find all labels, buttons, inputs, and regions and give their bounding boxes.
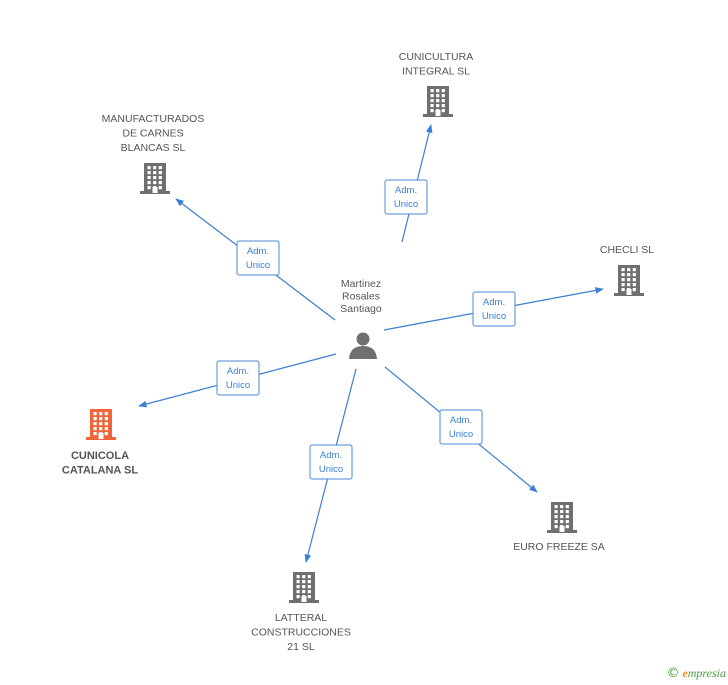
building-icon-cunicultura[interactable] (423, 86, 453, 117)
company-name-cunicultura[interactable]: CUNICULTURA (399, 51, 473, 63)
relation-label-line: Unico (449, 429, 473, 440)
building-icon-cunicola[interactable] (86, 409, 116, 440)
relation-label-line: Unico (482, 311, 506, 322)
company-name-manufacturados[interactable]: MANUFACTURADOS (102, 113, 205, 125)
relation-badge-cunicultura[interactable]: Adm. Unico (384, 179, 428, 215)
relation-label-line: Unico (394, 199, 418, 210)
relation-label-line: Adm. (450, 415, 472, 426)
person-name-line[interactable]: Rosales (342, 291, 380, 303)
relation-badge-manufacturados[interactable]: Adm. Unico (236, 240, 280, 276)
building-icon-manufacturados[interactable] (140, 163, 170, 194)
company-name-cunicola[interactable]: CUNICOLA (71, 450, 129, 462)
company-name-latteral[interactable]: 21 SL (287, 641, 315, 653)
relation-label-line: Adm. (483, 297, 505, 308)
building-icon-checli[interactable] (614, 265, 644, 296)
relation-label-line: Adm. (320, 450, 342, 461)
relation-label-line: Unico (319, 464, 343, 475)
company-name-cunicultura[interactable]: INTEGRAL SL (402, 66, 470, 78)
person-name-line[interactable]: Martinez (341, 278, 381, 290)
company-name-checli[interactable]: CHECLI SL (600, 244, 654, 256)
person-name-line[interactable]: Santiago (340, 303, 382, 315)
relation-label-line: Unico (226, 380, 250, 391)
relation-label-line: Adm. (227, 366, 249, 377)
brand-logo-e: e (682, 666, 688, 680)
relation-badge-eurofreeze[interactable]: Adm. Unico (439, 409, 483, 445)
relation-badge-cunicola[interactable]: Adm. Unico (216, 360, 260, 396)
relation-badge-latteral[interactable]: Adm. Unico (309, 444, 353, 480)
company-name-cunicola[interactable]: CATALANA SL (62, 465, 138, 477)
person-icon[interactable] (349, 332, 377, 360)
relation-label-line: Adm. (247, 246, 269, 257)
copyright-footer: ©empresia (666, 666, 726, 681)
company-name-latteral[interactable]: CONSTRUCCIONES (251, 627, 351, 639)
company-name-latteral[interactable]: LATTERAL (275, 612, 327, 624)
edges-layer (138, 124, 604, 563)
building-icon-eurofreeze[interactable] (547, 502, 577, 533)
relation-label-line: Adm. (395, 185, 417, 196)
brand-logo-text: mpresia (687, 666, 726, 680)
relation-badge-checli[interactable]: Adm. Unico (472, 291, 516, 327)
company-name-manufacturados[interactable]: DE CARNES (122, 128, 183, 140)
relations-layer: Adm.UnicoAdm.UnicoAdm.UnicoAdm.UnicoAdm.… (216, 179, 516, 480)
company-name-manufacturados[interactable]: BLANCAS SL (121, 142, 186, 154)
copyright-icon: © (666, 666, 680, 681)
building-icon-latteral[interactable] (289, 572, 319, 603)
company-name-eurofreeze[interactable]: EURO FREEZE SA (513, 541, 605, 553)
relation-label-line: Unico (246, 260, 270, 271)
